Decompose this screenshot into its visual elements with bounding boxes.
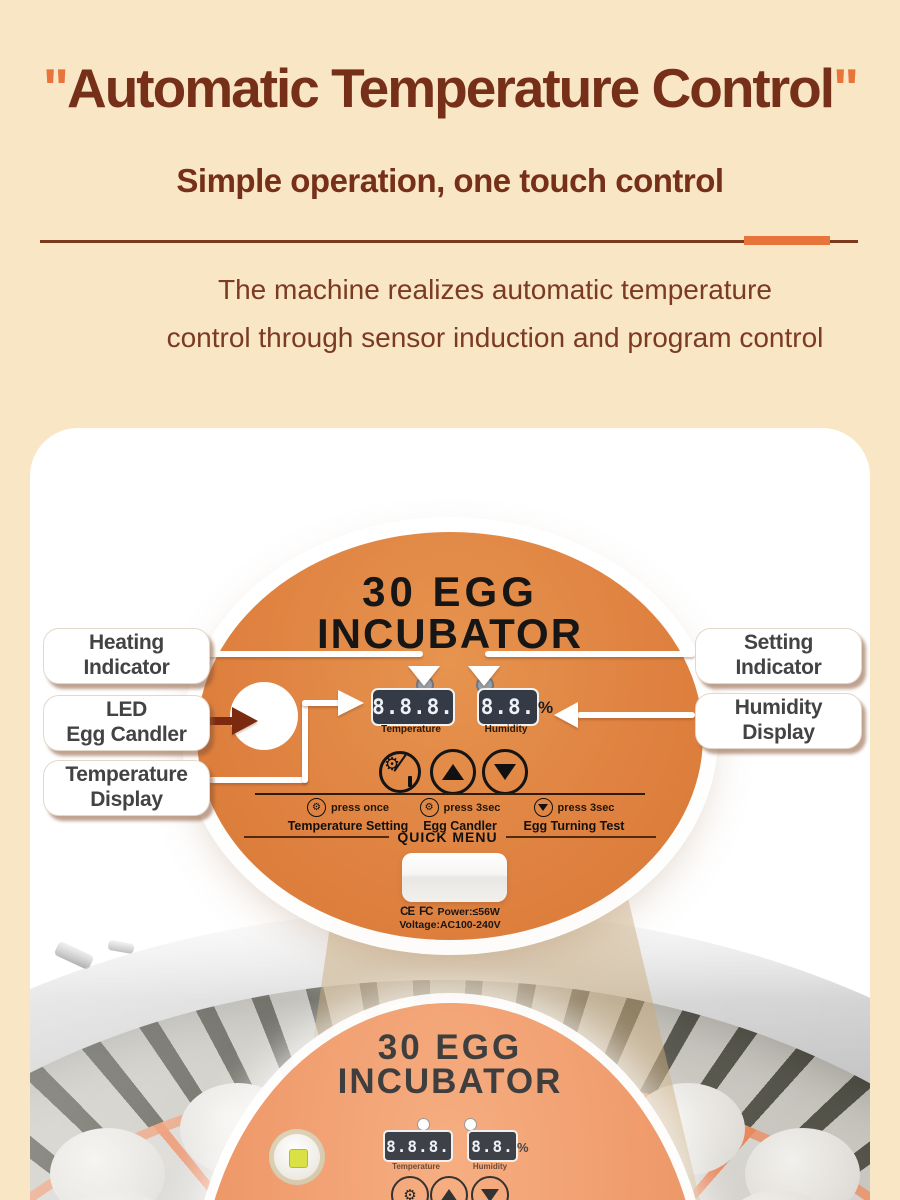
candler-pointer-icon xyxy=(232,707,258,735)
product-brand-line-1: 30 EGG xyxy=(377,1028,523,1067)
callout-text: Heating xyxy=(89,631,164,655)
legend-label: Egg Turning Test xyxy=(523,819,625,833)
connector-tempdisplay-h2 xyxy=(302,700,340,706)
heating-pointer-icon xyxy=(408,666,440,686)
gear-icon: ⚙ xyxy=(403,1187,417,1200)
tempdisplay-pointer-icon xyxy=(338,690,364,716)
legend-label: Temperature Setting xyxy=(287,819,409,833)
humidity-value: 8.8. xyxy=(471,1136,514,1156)
temperature-display: 8.8.8. xyxy=(383,1130,453,1162)
callout-text: Display xyxy=(90,788,163,811)
settings-button: ⚙ xyxy=(391,1176,429,1200)
settings-button: ⚙ xyxy=(379,751,421,793)
humidity-label: Humidity xyxy=(484,724,528,735)
panel-divider xyxy=(255,793,645,795)
gear-icon: ⚙ xyxy=(306,798,326,817)
down-button xyxy=(482,749,528,795)
close-quote: " xyxy=(833,57,859,119)
connector-setting xyxy=(485,651,695,657)
open-quote: " xyxy=(42,57,69,119)
callout-text: LED xyxy=(105,698,148,722)
panel-handle xyxy=(402,853,507,902)
gear-icon: ⚙ xyxy=(419,798,439,817)
connector-tempdisplay-h1 xyxy=(208,777,308,783)
legend-press-text: press once xyxy=(330,801,390,814)
humidity-value: 8.8. xyxy=(480,695,536,719)
callout-heating-indicator: Heating Indicator xyxy=(43,628,210,684)
connector-humidity xyxy=(577,712,695,718)
down-arrow-icon xyxy=(494,764,516,780)
product-control-panel: 30 EGG INCUBATOR 8.8.8. 8.8. % Temperatu… xyxy=(200,1003,700,1200)
callout-text: Indicator xyxy=(735,656,822,679)
temperature-value: 8.8.8. xyxy=(386,1136,450,1156)
humidity-pointer-icon xyxy=(554,702,578,728)
humidity-display: 8.8. xyxy=(477,688,539,726)
callout-text: Temperature xyxy=(65,763,188,787)
divider-accent xyxy=(744,236,830,245)
brand-line-2: INCUBATOR xyxy=(316,610,584,657)
down-arrow-icon xyxy=(481,1188,499,1200)
callout-led-egg-candler: LED Egg Candler xyxy=(43,695,210,751)
quick-menu-row: QUICK MENU xyxy=(197,829,703,845)
humidity-label: Humidity xyxy=(472,1162,508,1171)
legend-egg-turning-test: press 3sec Egg Turning Test xyxy=(509,798,639,833)
page-subtitle: Simple operation, one touch control xyxy=(176,162,724,199)
description-line-2: control through sensor induction and pro… xyxy=(166,322,824,353)
setting-pointer-icon xyxy=(468,666,500,686)
up-arrow-icon xyxy=(442,764,464,780)
connector-heating xyxy=(205,651,423,657)
legend-egg-candler: ⚙ press 3sec Egg Candler xyxy=(395,798,525,833)
certification-text: CE FC Power:≤56W Voltage:AC100-240V xyxy=(197,906,703,931)
callout-text: Display xyxy=(742,721,815,744)
down-arrow-icon xyxy=(533,798,553,817)
callout-temperature-display: Temperature Display xyxy=(43,760,210,816)
connector-tempdisplay-v xyxy=(302,700,308,783)
callout-humidity-display: Humidity Display xyxy=(695,693,862,749)
brand-line-1: 30 EGG xyxy=(362,568,538,615)
product-brand-line-2: INCUBATOR xyxy=(337,1062,563,1101)
callout-setting-indicator: Setting Indicator xyxy=(695,628,862,684)
candler-torch-icon xyxy=(408,776,412,787)
humidity-display: 8.8. xyxy=(467,1130,518,1162)
humidity-unit: % xyxy=(538,698,554,717)
legend-press-text: press 3sec xyxy=(557,801,615,814)
power-spec: Power:≤56W xyxy=(437,906,500,918)
quick-menu-line-left xyxy=(244,836,390,838)
legend-press-text: press 3sec xyxy=(443,801,501,814)
feature-card: 30 EGG INCUBATOR 8.8.8. 8.8. % Temperatu… xyxy=(30,428,870,1200)
voltage-spec: Voltage:AC100-240V xyxy=(399,919,501,932)
description-line-1: The machine realizes automatic temperatu… xyxy=(217,274,773,305)
temperature-value: 8.8.8. xyxy=(372,695,454,719)
humidity-unit: % xyxy=(517,1140,529,1155)
connector-candler xyxy=(208,717,234,725)
callout-text: Setting xyxy=(743,631,814,655)
up-button xyxy=(430,749,476,795)
fcc-mark-icon: FC xyxy=(419,906,433,918)
page-title: "Automatic Temperature Control" xyxy=(0,56,900,120)
callout-text: Indicator xyxy=(83,656,170,679)
candler-led-chip xyxy=(289,1149,308,1168)
quick-menu-label: QUICK MENU xyxy=(397,829,498,845)
temperature-label: Temperature xyxy=(392,1162,440,1171)
up-button xyxy=(430,1176,468,1200)
ce-mark-icon: CE xyxy=(400,906,415,918)
temperature-label: Temperature xyxy=(381,724,441,735)
temperature-display: 8.8.8. xyxy=(371,688,455,726)
quick-menu-line-right xyxy=(505,836,656,838)
divider-line xyxy=(40,240,858,243)
callout-text: Egg Candler xyxy=(66,723,187,746)
down-button xyxy=(471,1176,509,1200)
up-arrow-icon xyxy=(440,1188,458,1200)
description: The machine realizes automatic temperatu… xyxy=(110,276,880,352)
legend-label: Egg Candler xyxy=(423,819,497,833)
legend-temperature-setting: ⚙ press once Temperature Setting xyxy=(283,798,413,833)
page-title-text: Automatic Temperature Control xyxy=(66,57,835,119)
callout-text: Humidity xyxy=(734,696,823,720)
